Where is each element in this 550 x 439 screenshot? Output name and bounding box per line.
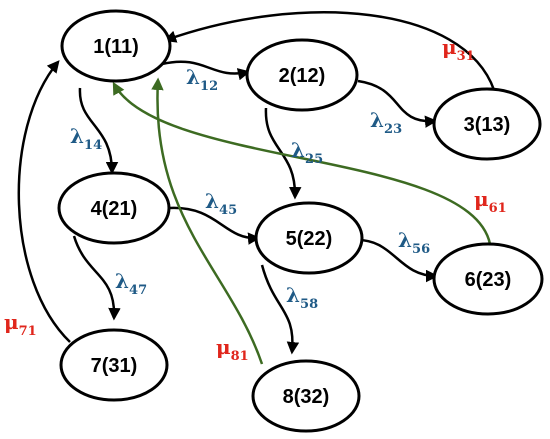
rate-label-lambda-47: λ47 bbox=[115, 269, 147, 298]
rate-label-lambda-58: λ58 bbox=[286, 283, 318, 312]
state-node-7: 7(31) bbox=[59, 328, 169, 402]
edge-5-to-8 bbox=[260, 264, 300, 355]
state-node-5: 5(22) bbox=[254, 201, 364, 275]
edge-6-to-1 bbox=[112, 81, 492, 245]
edge-1-to-4 bbox=[78, 87, 119, 175]
edge-4-to-7 bbox=[72, 235, 121, 321]
rate-label-lambda-14: λ14 bbox=[70, 124, 102, 153]
state-node-8: 8(32) bbox=[251, 359, 361, 433]
rate-label-lambda-23: λ23 bbox=[370, 108, 402, 137]
state-node-label: 5(22) bbox=[286, 228, 333, 250]
edge-8-to-1 bbox=[151, 77, 264, 365]
state-node-label: 2(12) bbox=[279, 65, 326, 87]
state-node-label: 8(32) bbox=[283, 386, 330, 408]
edge-3-to-1 bbox=[163, 11, 496, 91]
rate-label-lambda-25: λ25 bbox=[291, 138, 323, 167]
state-node-4: 4(21) bbox=[57, 171, 171, 245]
edge-2-to-3 bbox=[357, 79, 438, 128]
state-node-label: 1(11) bbox=[93, 36, 139, 58]
state-node-label: 6(23) bbox=[465, 269, 512, 291]
edge-7-to-1 bbox=[17, 60, 71, 343]
rate-label-lambda-12: λ12 bbox=[186, 65, 218, 94]
edge-1-to-2 bbox=[161, 60, 251, 81]
state-node-2: 2(12) bbox=[245, 38, 359, 112]
rate-label-lambda-45: λ45 bbox=[205, 189, 237, 218]
edge-4-to-5 bbox=[169, 206, 261, 245]
state-node-label: 3(13) bbox=[464, 114, 511, 136]
rate-label-mu-71: μ71 bbox=[4, 310, 37, 339]
rate-label-mu-61: μ61 bbox=[474, 187, 507, 216]
rate-label-lambda-56: λ56 bbox=[398, 228, 430, 257]
edge-2-to-5 bbox=[264, 107, 302, 200]
rate-label-mu-31: μ31 bbox=[442, 35, 475, 64]
state-node-1: 1(11) bbox=[60, 9, 172, 83]
state-node-label: 7(31) bbox=[91, 355, 138, 377]
state-node-6: 6(23) bbox=[432, 242, 544, 316]
edge-5-to-6 bbox=[353, 238, 439, 283]
state-node-3: 3(13) bbox=[432, 87, 542, 161]
rate-label-mu-81: μ81 bbox=[216, 335, 249, 364]
state-node-label: 4(21) bbox=[91, 198, 138, 220]
